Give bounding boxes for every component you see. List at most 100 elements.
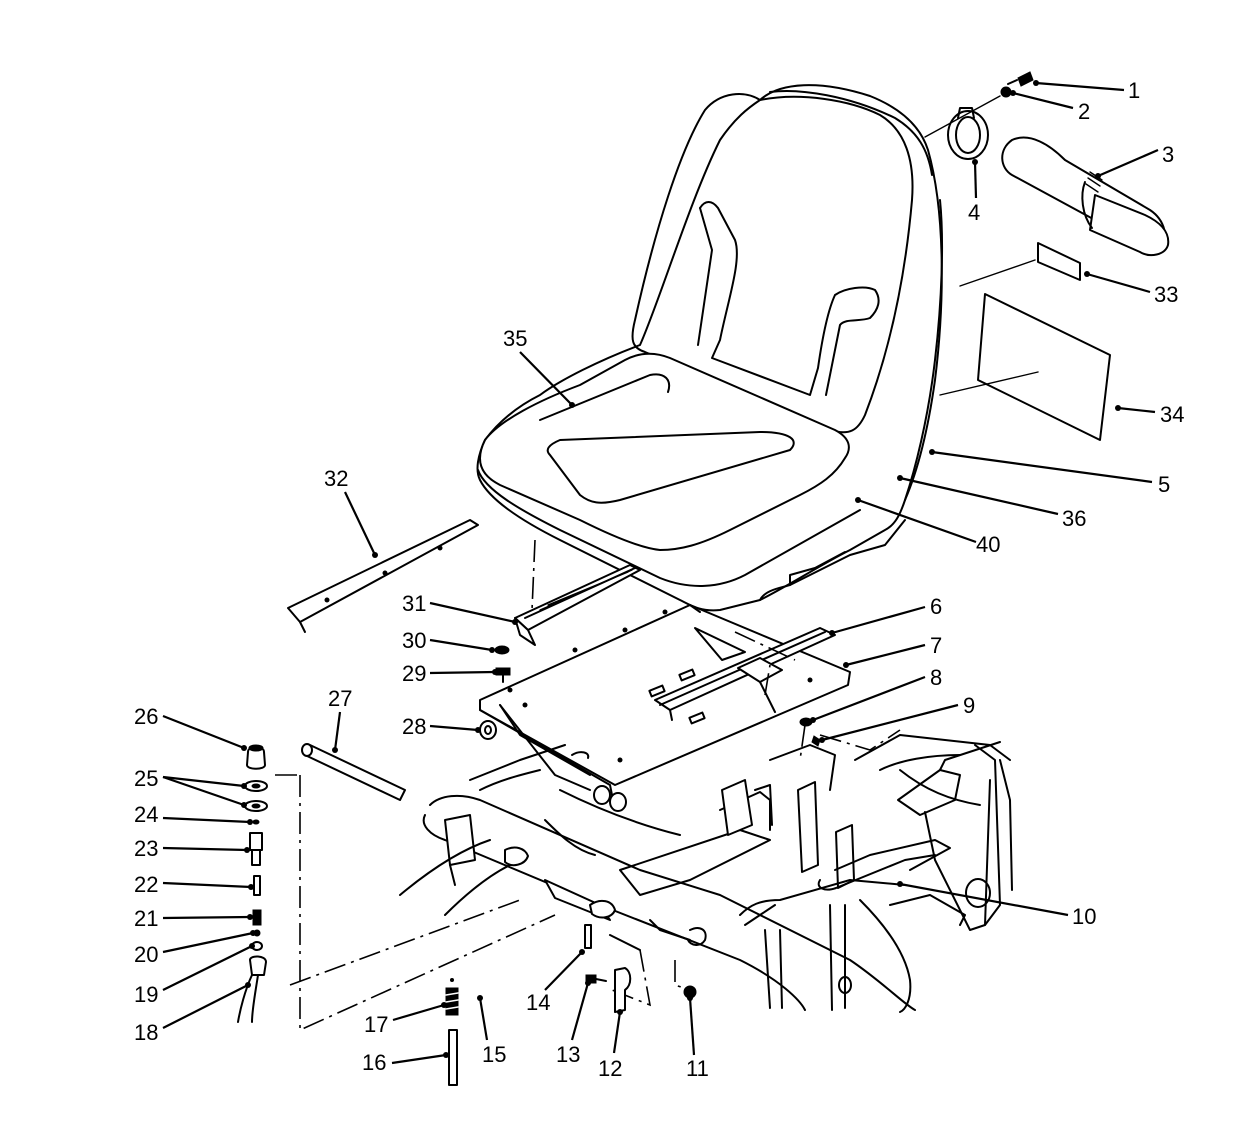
leader-9 [821, 703, 959, 742]
leader-16 [391, 1053, 447, 1065]
leader-34 [1117, 406, 1156, 414]
callout-26: 26 [134, 704, 158, 729]
callout-36: 36 [1062, 506, 1086, 531]
callout-2: 2 [1078, 99, 1090, 124]
callout-4: 4 [968, 200, 980, 225]
leader-13 [570, 982, 590, 1041]
leader-23 [162, 846, 248, 852]
leader-19 [162, 945, 253, 991]
callout-9: 9 [963, 693, 975, 718]
callout-1: 1 [1128, 78, 1140, 103]
bolt-9 [811, 735, 821, 747]
callout-15: 15 [482, 1042, 506, 1067]
seat-cushion-panel [546, 431, 795, 504]
leader-28 [429, 724, 479, 732]
armrest-tube [1001, 136, 1170, 257]
callout-17: 17 [364, 1012, 388, 1037]
callout-40: 40 [976, 532, 1000, 557]
callout-31: 31 [402, 591, 426, 616]
seat-adjuster-rail [654, 627, 836, 721]
leader-6 [831, 605, 926, 635]
leader-3 [1097, 148, 1159, 178]
callout-10: 10 [1072, 904, 1096, 929]
leader-4 [973, 161, 978, 199]
callout-21: 21 [134, 906, 158, 931]
callout-25: 25 [134, 766, 158, 791]
leader-30 [429, 638, 493, 652]
leader-1 [1035, 81, 1125, 92]
callout-23: 23 [134, 836, 158, 861]
leader-40 [857, 498, 977, 544]
callout-27: 27 [328, 686, 352, 711]
callout-8: 8 [930, 665, 942, 690]
callout-14: 14 [526, 990, 550, 1015]
callout-7: 7 [930, 633, 942, 658]
leader-24 [162, 816, 251, 824]
leader-2 [1012, 91, 1074, 110]
washer-2 [1000, 86, 1012, 98]
leader-36 [899, 476, 1059, 516]
screw-1 [1007, 71, 1034, 87]
leader-14 [544, 951, 583, 991]
spring-21 [252, 909, 262, 926]
bolt-29 [495, 667, 511, 683]
callout-30: 30 [402, 628, 426, 653]
callout-29: 29 [402, 661, 426, 686]
leader-25b [162, 775, 245, 807]
leader-15 [478, 997, 489, 1041]
frame-chassis [399, 734, 1013, 1013]
callout-5: 5 [1158, 472, 1170, 497]
callout-18: 18 [134, 1020, 158, 1045]
leader-12 [612, 1011, 622, 1054]
callout-12: 12 [598, 1056, 622, 1081]
pivot-rod [301, 743, 406, 801]
leader-29 [429, 670, 496, 675]
callout-3: 3 [1162, 142, 1174, 167]
pin-22 [253, 875, 261, 896]
leader-26 [162, 714, 245, 750]
leader-10 [899, 882, 1069, 917]
leader-31 [429, 601, 516, 624]
callout-33: 33 [1154, 282, 1178, 307]
leader-32 [344, 491, 376, 556]
bolt-15 [450, 978, 454, 982]
cap-26 [246, 744, 266, 770]
callout-leaders [162, 80, 1159, 1065]
seat-back-contour [699, 201, 880, 396]
pin-14 [584, 924, 592, 949]
callout-20: 20 [134, 942, 158, 967]
leader-18 [162, 984, 249, 1029]
label-decal-small [1037, 242, 1081, 281]
leader-20 [162, 931, 254, 954]
washers-25 [244, 780, 268, 812]
callout-16: 16 [362, 1050, 386, 1075]
callout-13: 13 [556, 1042, 580, 1067]
leader-27 [333, 711, 342, 751]
callout-32: 32 [324, 466, 348, 491]
leader-33 [1086, 272, 1151, 294]
bracket-12 [614, 967, 632, 1013]
callout-24: 24 [134, 802, 158, 827]
washer-30 [494, 645, 510, 655]
leader-21 [162, 915, 251, 920]
leader-17 [392, 1003, 445, 1022]
bushings-pair [593, 785, 627, 812]
callout-6: 6 [930, 594, 942, 619]
leader-5 [931, 450, 1153, 484]
leader-7 [845, 643, 926, 667]
callout-19: 19 [134, 982, 158, 1007]
callout-11: 11 [686, 1056, 709, 1081]
callout-labels: 1 2 3 4 5 6 7 8 9 10 11 12 13 14 15 16 1… [134, 78, 1184, 1081]
hose-clamp [947, 107, 989, 160]
leader-8 [812, 675, 926, 722]
leader-22 [162, 881, 252, 889]
seat-slide-track [514, 564, 641, 646]
callout-35: 35 [503, 326, 527, 351]
bolt-23 [249, 832, 263, 866]
leader-35 [519, 351, 573, 406]
bushing-28 [479, 720, 497, 740]
callout-28: 28 [402, 714, 426, 739]
switch-18 [237, 955, 267, 1023]
retaining-ring-24 [252, 819, 260, 825]
